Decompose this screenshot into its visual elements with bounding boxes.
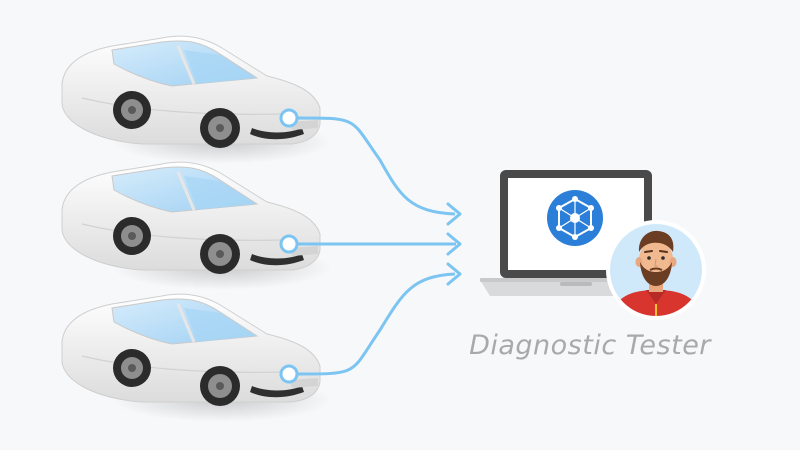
sedan-car-icon	[60, 292, 334, 424]
car-top	[60, 34, 334, 166]
car-bottom	[60, 292, 334, 424]
diagnostic-tester-label: Diagnostic Tester	[469, 330, 711, 361]
sedan-car-icon	[60, 160, 334, 292]
connector-top	[279, 108, 462, 226]
technician-avatar-icon	[606, 220, 706, 320]
connector-middle	[279, 232, 462, 256]
network-hexagon-icon	[547, 190, 603, 246]
car-middle	[60, 160, 334, 292]
connector-bottom	[279, 262, 462, 384]
sedan-car-icon	[60, 34, 334, 166]
